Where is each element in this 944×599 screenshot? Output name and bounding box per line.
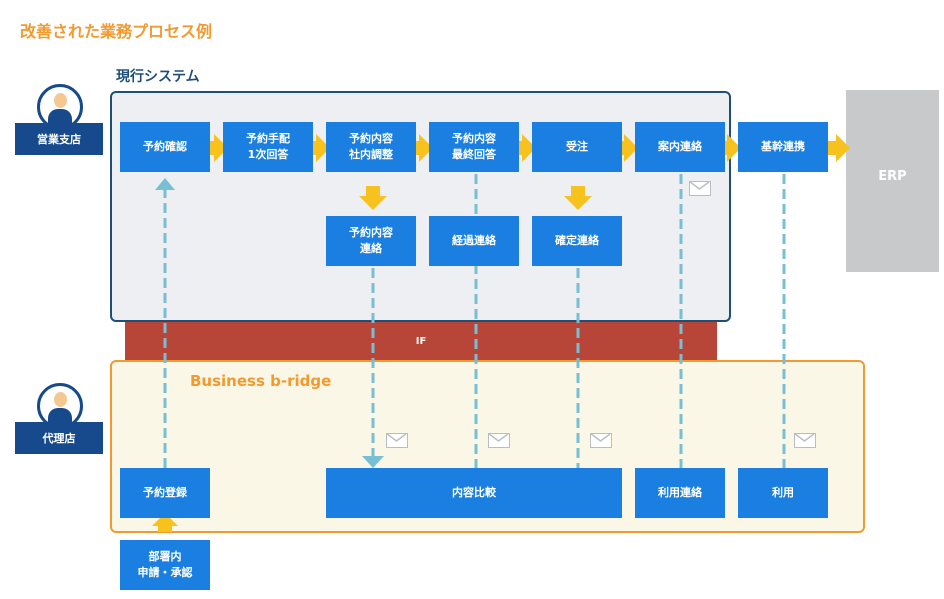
- arrow-up-icon: [155, 178, 175, 190]
- arrow-down-icon: [362, 456, 384, 468]
- step-content-notice: 予約内容 連絡: [326, 216, 416, 266]
- step-guidance-contact: 案内連絡: [635, 122, 725, 172]
- step-progress-contact: 経過連絡: [429, 216, 519, 266]
- role-agent: 代理店: [15, 422, 103, 454]
- person-icon: [37, 383, 83, 429]
- mail-icon: [488, 433, 510, 448]
- step-reservation-registration: 予約登録: [120, 468, 210, 518]
- step-confirmation-contact: 確定連絡: [532, 216, 622, 266]
- arrow-right-icon: [204, 134, 228, 162]
- step-final-answer: 予約内容 最終回答: [429, 122, 519, 172]
- erp-label: ERP: [878, 168, 907, 184]
- erp-block: ERP: [846, 90, 939, 272]
- current-system-container: [110, 91, 731, 322]
- current-system-label: 現行システム: [116, 69, 200, 85]
- arrow-up-icon: [152, 513, 178, 532]
- if-label: IF: [415, 335, 427, 347]
- step-content-comparison: 内容比較: [326, 468, 622, 518]
- step-usage: 利用: [738, 468, 828, 518]
- person-icon: [37, 84, 83, 130]
- arrow-down-icon: [359, 186, 387, 210]
- mail-icon: [386, 433, 408, 448]
- step-order-receipt: 受注: [532, 122, 622, 172]
- step-core-integration: 基幹連携: [738, 122, 828, 172]
- step-internal-coordination: 予約内容 社内調整: [326, 122, 416, 172]
- role-branch-office: 営業支店: [15, 123, 103, 155]
- step-reservation-arrangement: 予約手配 1次回答: [223, 122, 313, 172]
- mail-icon: [794, 433, 816, 448]
- mail-icon: [689, 181, 711, 196]
- arrow-right-icon: [826, 134, 850, 162]
- page-title: 改善された業務プロセス例: [20, 22, 213, 41]
- business-bridge-label: Business b-ridge: [190, 372, 332, 390]
- mail-icon: [590, 433, 612, 448]
- department-request: 部署内 申請・承認: [120, 540, 210, 590]
- if-band: IF: [125, 322, 717, 360]
- step-reservation-check: 予約確認: [120, 122, 210, 172]
- step-usage-contact: 利用連絡: [635, 468, 725, 518]
- arrow-down-icon: [564, 186, 592, 210]
